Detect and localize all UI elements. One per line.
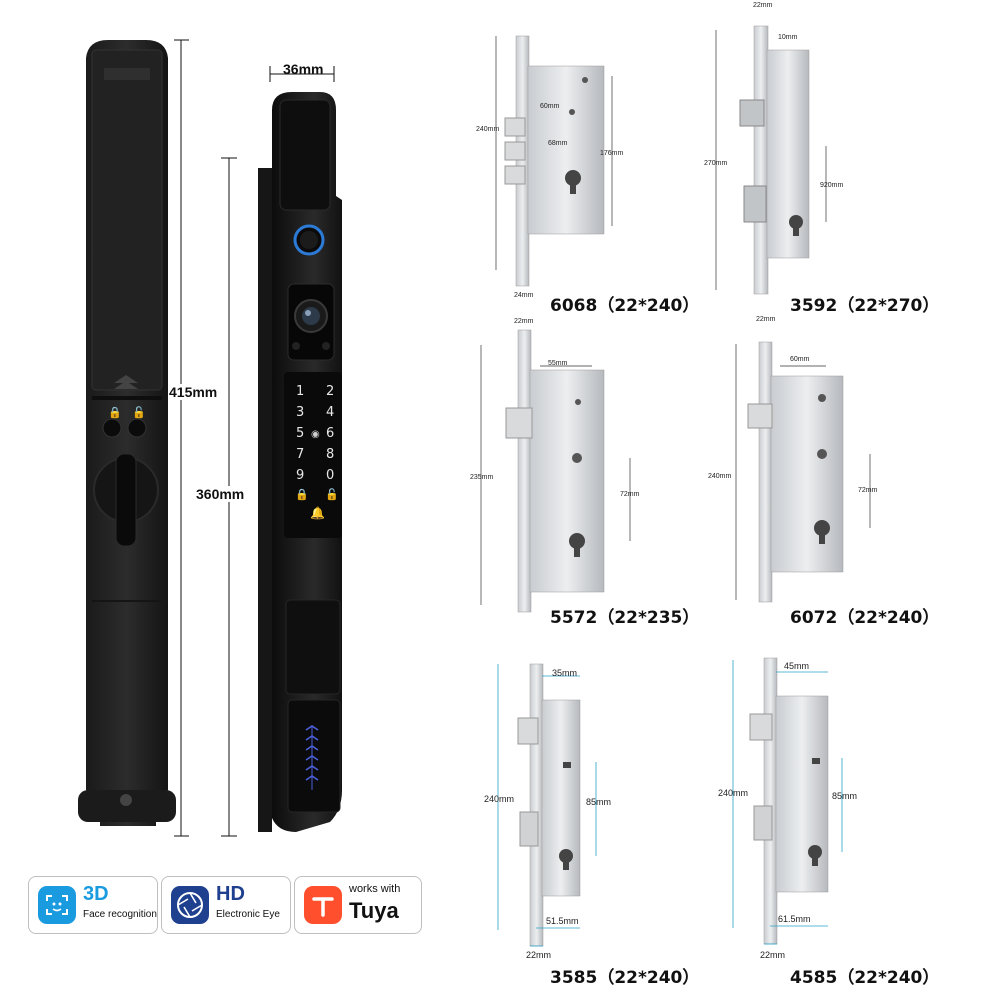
camera-aperture-icon bbox=[171, 886, 209, 924]
dim-label: 45mm bbox=[784, 661, 810, 671]
keypad-key[interactable]: 8 bbox=[326, 447, 335, 462]
dim-label: 85mm bbox=[586, 797, 612, 807]
dim-label: 22mm bbox=[526, 950, 552, 960]
model-label-3592: 3592（22*270） bbox=[790, 296, 940, 316]
dim-label: 22mm bbox=[514, 318, 534, 325]
badge-small-text: works with bbox=[349, 883, 401, 895]
mortise-lock-6072 bbox=[735, 341, 871, 603]
dim-label: 270mm bbox=[704, 160, 728, 167]
mortise-lock-4585 bbox=[732, 657, 843, 945]
keypad-key[interactable]: 5 bbox=[296, 426, 305, 441]
dim-label: 22mm bbox=[753, 2, 773, 9]
badge-small-text: Face recognition bbox=[83, 909, 157, 920]
keypad-key[interactable]: 2 bbox=[326, 384, 335, 399]
side-height-label: 360mm bbox=[196, 486, 245, 502]
dim-label: 240mm bbox=[476, 126, 500, 133]
front-height-label: 415mm bbox=[169, 384, 218, 400]
doorbell-icon[interactable]: 🔔 bbox=[310, 506, 325, 520]
dim-label: 176mm bbox=[600, 150, 624, 157]
keypad-key[interactable]: 1 bbox=[296, 384, 305, 399]
lock-side-view bbox=[258, 92, 342, 832]
face-scan-icon bbox=[38, 886, 76, 924]
model-label-6068: 6068（22*240） bbox=[550, 296, 700, 316]
dim-label: 72mm bbox=[858, 487, 878, 494]
model-label-4585: 4585（22*240） bbox=[790, 968, 940, 988]
svg-text:🔒: 🔒 bbox=[108, 406, 122, 419]
badge-3d-face: 3D Face recognition bbox=[28, 876, 158, 934]
dim-label: 72mm bbox=[620, 491, 640, 498]
dim-label: 85mm bbox=[832, 791, 858, 801]
keypad-key[interactable]: 9 bbox=[296, 468, 305, 483]
mortise-lock-5572 bbox=[480, 329, 631, 613]
dim-label: 10mm bbox=[778, 34, 798, 41]
keypad: 1 2 3 4 5 6 7 8 9 0 🔒 🔓 ◉ 🔔 bbox=[292, 384, 339, 520]
badge-big-text: Tuya bbox=[349, 898, 399, 923]
dim-label: 68mm bbox=[548, 140, 568, 147]
model-label-6072: 6072（22*240） bbox=[790, 608, 940, 628]
svg-text:🔓: 🔓 bbox=[132, 406, 146, 419]
nfc-icon: ◉ bbox=[311, 429, 320, 440]
keypad-key[interactable]: 3 bbox=[296, 405, 305, 420]
width-label: 36mm bbox=[283, 61, 324, 77]
dim-label: 22mm bbox=[760, 950, 786, 960]
keypad-key[interactable]: 0 bbox=[326, 468, 335, 483]
unlock-icon[interactable]: 🔓 bbox=[325, 489, 339, 501]
keypad-key[interactable]: 4 bbox=[326, 405, 335, 420]
dim-label: 35mm bbox=[552, 668, 578, 678]
dim-label: 61.5mm bbox=[778, 914, 811, 924]
model-label-5572: 5572（22*235） bbox=[550, 608, 700, 628]
badge-hd-eye: HD Electronic Eye bbox=[161, 876, 291, 934]
mortise-lock-3585 bbox=[497, 663, 597, 947]
dim-label: 60mm bbox=[540, 103, 560, 110]
dim-label: 240mm bbox=[718, 788, 749, 798]
dim-label: 51.5mm bbox=[546, 916, 579, 926]
mortise-lock-6068 bbox=[495, 35, 613, 287]
dim-label: 240mm bbox=[708, 473, 732, 480]
mortise-lock-3592 bbox=[715, 25, 827, 295]
dim-label: 22mm bbox=[756, 316, 776, 323]
tuya-logo-icon bbox=[304, 886, 342, 924]
dim-label: 60mm bbox=[790, 356, 810, 363]
dim-label: 235mm bbox=[470, 474, 494, 481]
badge-big-text: 3D bbox=[83, 883, 109, 905]
dim-label: 55mm bbox=[548, 360, 568, 367]
model-label-3585: 3585（22*240） bbox=[550, 968, 700, 988]
lock-icon[interactable]: 🔒 bbox=[295, 489, 309, 501]
keypad-key[interactable]: 6 bbox=[326, 426, 335, 441]
badge-big-text: HD bbox=[216, 883, 245, 905]
badge-small-text: Electronic Eye bbox=[216, 909, 280, 920]
dim-label: 24mm bbox=[514, 292, 534, 299]
dim-label: 240mm bbox=[484, 794, 515, 804]
dim-label: 920mm bbox=[820, 182, 844, 189]
keypad-key[interactable]: 7 bbox=[296, 447, 305, 462]
badge-works-with-tuya: works with Tuya bbox=[294, 876, 422, 934]
front-lock-body: 🔒 🔓 bbox=[78, 40, 176, 826]
